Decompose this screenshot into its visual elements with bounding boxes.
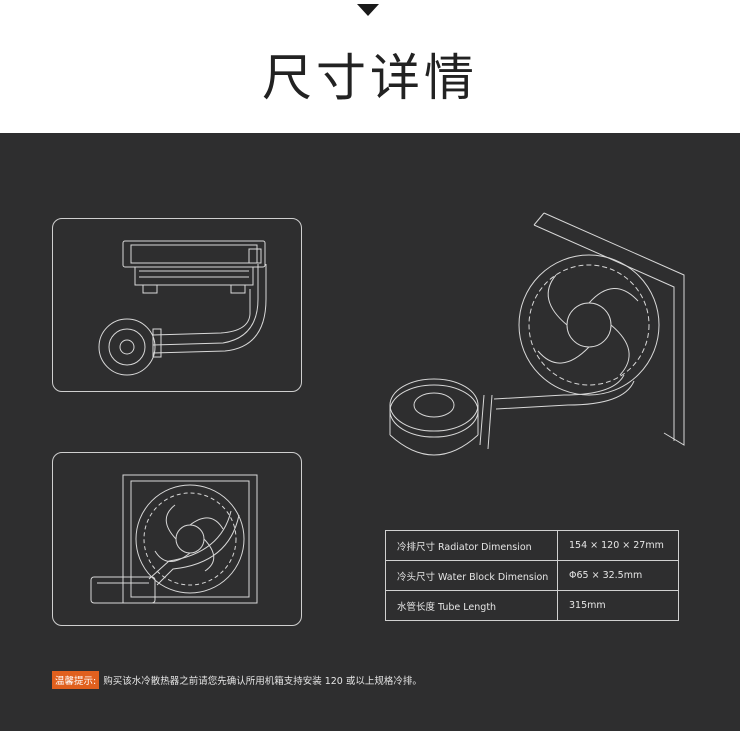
tip-badge: 温馨提示: — [52, 671, 100, 689]
cooler-isometric-drawing — [384, 205, 704, 465]
cooler-front-view-drawing — [90, 474, 258, 604]
spec-label: 冷头尺寸 Water Block Dimension — [385, 560, 558, 591]
front-view-card — [52, 452, 302, 626]
spec-label: 水管长度 Tube Length — [385, 590, 558, 621]
page-title: 尺寸详情 — [262, 49, 478, 107]
tip-text: 购买该水冷散热器之前请您先确认所用机箱支持安装 120 或以上规格冷排。 — [103, 676, 422, 687]
tip-note: 温馨提示:购买该水冷散热器之前请您先确认所用机箱支持安装 120 或以上规格冷排… — [52, 671, 422, 689]
header-section: 尺寸详情 — [0, 0, 740, 133]
spec-value: 154 × 120 × 27mm — [557, 530, 679, 561]
table-row: 冷头尺寸 Water Block Dimension Φ65 × 32.5mm — [385, 560, 679, 591]
table-row: 冷排尺寸 Radiator Dimension 154 × 120 × 27mm — [385, 530, 679, 561]
top-view-card — [52, 218, 302, 392]
cooler-top-view-drawing — [98, 240, 267, 376]
down-arrow-icon — [357, 4, 379, 16]
spec-value: Φ65 × 32.5mm — [557, 560, 679, 591]
spec-value: 315mm — [557, 590, 679, 621]
content-section — [0, 133, 740, 731]
spec-label: 冷排尺寸 Radiator Dimension — [385, 530, 558, 561]
table-row: 水管长度 Tube Length 315mm — [385, 590, 679, 621]
spec-table: 冷排尺寸 Radiator Dimension 154 × 120 × 27mm… — [385, 530, 679, 621]
